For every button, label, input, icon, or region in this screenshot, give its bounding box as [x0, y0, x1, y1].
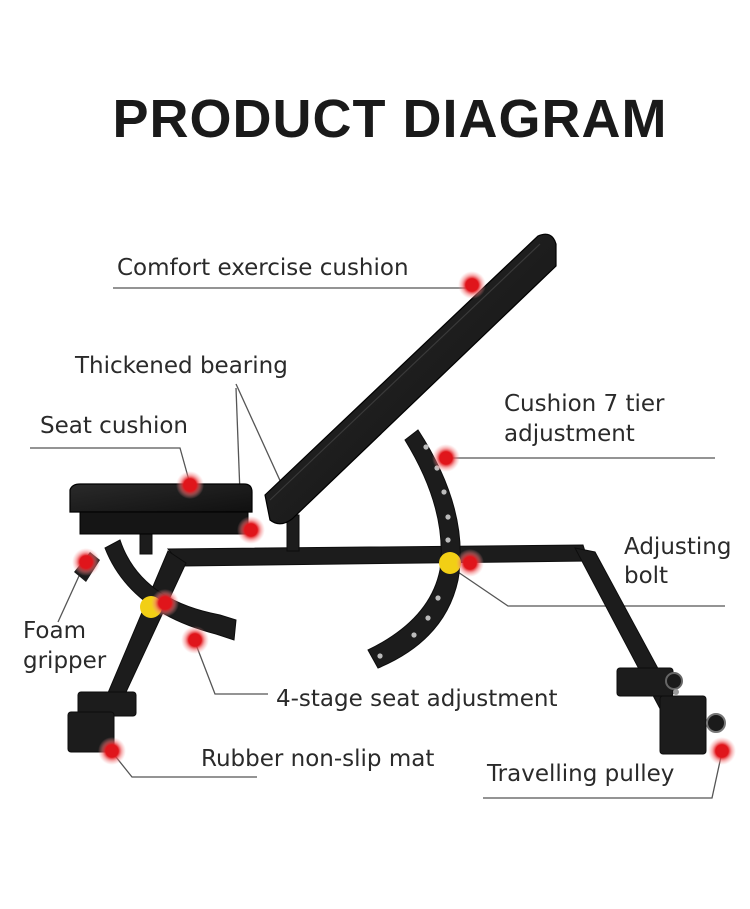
page-title: PRODUCT DIAGRAM: [112, 89, 668, 149]
red-dot-marker-icon: [237, 516, 265, 544]
yellow-dot-marker-icon: [439, 552, 461, 574]
label-adjusting-bolt-1: Adjusting: [624, 534, 732, 560]
red-dot-marker-icon: [176, 471, 204, 499]
red-dot-marker-icon: [708, 737, 736, 765]
red-dot-marker-icon: [98, 737, 126, 765]
label-cushion-tier-2: adjustment: [504, 421, 635, 447]
label-seat-adjustment: 4-stage seat adjustment: [276, 686, 558, 712]
leader-adjusting-bolt: [454, 569, 725, 607]
label-foam-gripper-1: Foam: [23, 618, 86, 644]
leader-seat-cushion: [30, 447, 191, 485]
seat-pad: [69, 483, 253, 535]
label-adjusting-bolt-2: bolt: [624, 563, 669, 589]
label-foam-gripper-2: gripper: [23, 648, 107, 674]
backrest-pad: [264, 233, 557, 525]
red-dot-marker-icon: [181, 626, 209, 654]
label-travelling-pulley: Travelling pulley: [487, 761, 675, 787]
travelling-pulley-wheels: [665, 672, 726, 733]
red-dot-marker-icon: [456, 549, 484, 577]
hotspot-markers: [72, 271, 736, 765]
label-comfort-cushion: Comfort exercise cushion: [117, 255, 409, 281]
red-dot-marker-icon: [151, 589, 179, 617]
leader-travelling-pulley: [483, 751, 723, 799]
red-dot-marker-icon: [432, 444, 460, 472]
leader-seat-adjustment: [194, 641, 268, 695]
label-cushion-tier-1: Cushion 7 tier: [504, 391, 665, 417]
label-seat-cushion: Seat cushion: [40, 413, 188, 439]
ladder-holes: [377, 444, 451, 659]
label-thickened-bearing: Thickened bearing: [75, 353, 288, 379]
red-dot-marker-icon: [458, 271, 486, 299]
red-dot-marker-icon: [72, 548, 100, 576]
label-rubber-mat: Rubber non-slip mat: [201, 746, 435, 772]
